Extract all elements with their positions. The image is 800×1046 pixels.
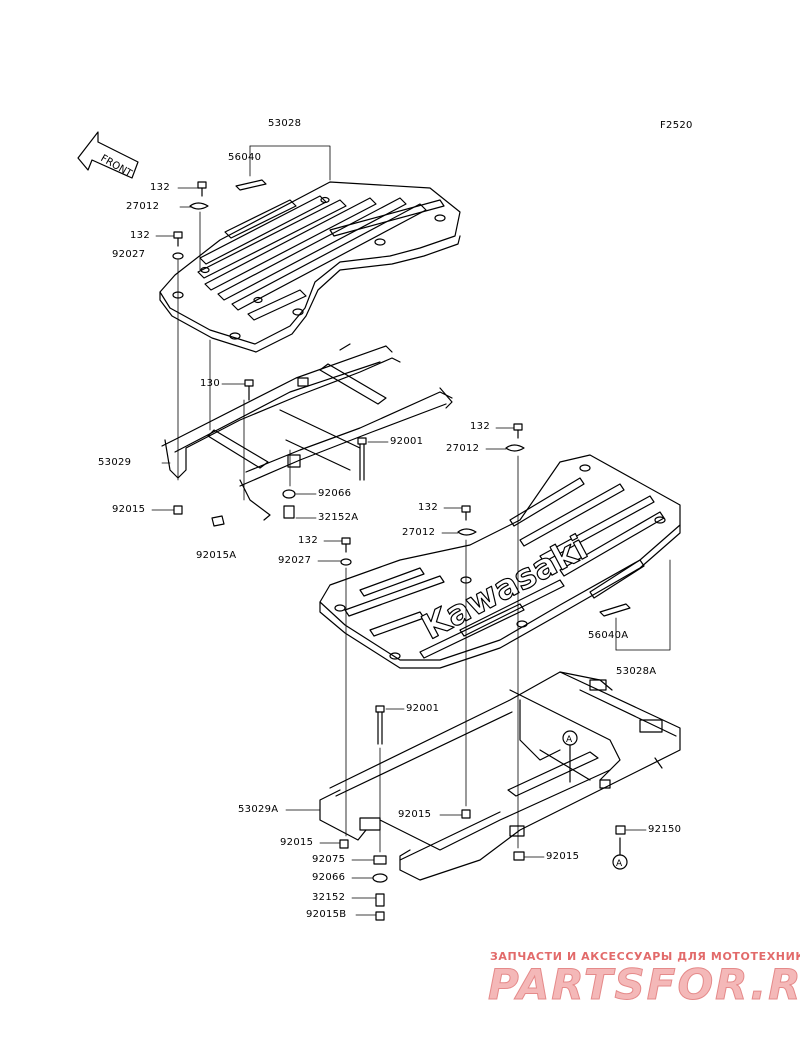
label-27012-b: 27012 bbox=[446, 443, 480, 454]
callout-a-bottom bbox=[612, 837, 628, 870]
label-32152A: 32152A bbox=[318, 512, 359, 523]
bolt-132-rear bbox=[340, 423, 525, 566]
bolt-92150 bbox=[615, 825, 626, 835]
bolt-92001-rear bbox=[375, 705, 385, 745]
bolt-132-front bbox=[172, 181, 209, 260]
label-53029A: 53029A bbox=[238, 804, 279, 815]
label-132-c: 132 bbox=[470, 421, 490, 432]
label-92075: 92075 bbox=[312, 854, 346, 865]
label-92015-a: 92015 bbox=[112, 504, 146, 515]
front-carrier-frame bbox=[161, 343, 453, 521]
label-92027-b: 92027 bbox=[278, 555, 312, 566]
rear-hardware-stack bbox=[339, 809, 525, 921]
label-92015-d: 92015 bbox=[546, 851, 580, 862]
label-92015B: 92015B bbox=[306, 909, 347, 920]
label-92027-a: 92027 bbox=[112, 249, 146, 260]
label-132-b: 132 bbox=[130, 230, 150, 241]
label-32152: 32152 bbox=[312, 892, 346, 903]
nut-92015A bbox=[211, 515, 225, 527]
nut-92015-front bbox=[173, 505, 183, 515]
label-56040: 56040 bbox=[228, 152, 262, 163]
label-132-e: 132 bbox=[298, 535, 318, 546]
label-132-a: 132 bbox=[150, 182, 170, 193]
label-53029: 53029 bbox=[98, 457, 132, 468]
label-92001-a: 92001 bbox=[390, 436, 424, 447]
label-92015A: 92015A bbox=[196, 550, 237, 561]
brand-logo: Kawasaki bbox=[415, 528, 594, 648]
label-92066-b: 92066 bbox=[312, 872, 346, 883]
watermark-logo: PARTSFOR.RU bbox=[488, 960, 800, 1010]
callout-a-top bbox=[562, 730, 578, 783]
rear-carrier-frame bbox=[319, 671, 681, 881]
bolt-92001-front bbox=[357, 437, 367, 481]
label-27012-a: 27012 bbox=[126, 201, 160, 212]
label-92015-c: 92015 bbox=[280, 837, 314, 848]
collar-32152A bbox=[283, 505, 295, 519]
front-carrier-rack bbox=[159, 181, 461, 353]
figure-code: F2520 bbox=[660, 120, 693, 131]
label-92001-b: 92001 bbox=[406, 703, 440, 714]
front-arrow-icon: FRONT bbox=[77, 131, 139, 180]
label-130: 130 bbox=[200, 378, 220, 389]
label-92150: 92150 bbox=[648, 824, 682, 835]
label-53028A: 53028A bbox=[616, 666, 657, 677]
bolt-130 bbox=[244, 379, 254, 401]
label-132-d: 132 bbox=[418, 502, 438, 513]
watermark-tagline: ЗАПЧАСТИ И АКСЕССУАРЫ ДЛЯ МОТОТЕХНИКИ bbox=[490, 950, 800, 963]
label-92015-b: 92015 bbox=[398, 809, 432, 820]
label-27012-c: 27012 bbox=[402, 527, 436, 538]
decal-56040A bbox=[599, 603, 631, 617]
callout-a-bottom-text: A bbox=[616, 859, 623, 869]
rear-carrier-rack bbox=[319, 454, 681, 669]
collar-92066-front bbox=[282, 489, 296, 499]
decal-56040 bbox=[235, 179, 267, 191]
label-53028: 53028 bbox=[268, 118, 302, 129]
label-56040A: 56040A bbox=[588, 630, 629, 641]
label-92066-a: 92066 bbox=[318, 488, 352, 499]
callout-a-top-text: A bbox=[566, 735, 573, 745]
